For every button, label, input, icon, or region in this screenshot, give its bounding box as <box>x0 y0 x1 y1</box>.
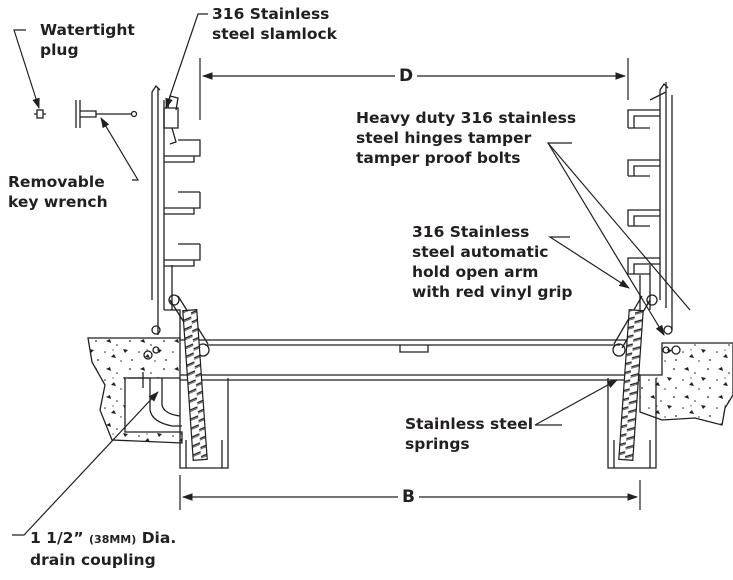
callout-line: steel slamlock <box>212 25 337 43</box>
callout-key-wrench: Removable key wrench <box>8 172 108 212</box>
drain-coupling-pipe <box>149 378 182 427</box>
right-frame <box>659 82 673 330</box>
callout-line: key wrench <box>8 193 108 211</box>
right-cover-channels <box>627 109 660 275</box>
callout-line: plug <box>40 41 79 59</box>
callout-line: drain coupling <box>30 551 156 569</box>
frame-bottom-left <box>179 378 229 469</box>
drain-size: 1 1/2” <box>30 529 84 547</box>
key-wrench <box>75 100 132 128</box>
leader-slamlock <box>165 13 208 110</box>
leader-arm <box>547 236 630 289</box>
callout-line: Removable <box>8 173 105 191</box>
callout-hold-open-arm: 316 Stainless steel automatic hold open … <box>412 222 573 302</box>
callout-line: 316 Stainless <box>412 223 530 241</box>
callout-line: 316 Stainless <box>212 5 330 23</box>
leader-wrench <box>100 117 140 181</box>
leader-plug <box>13 29 40 110</box>
callout-springs: Stainless steel springs <box>405 414 533 454</box>
leader-drain <box>12 391 159 536</box>
leader-springs <box>534 379 618 426</box>
callout-line: Heavy duty 316 stainless <box>356 109 577 127</box>
right-concrete-slab <box>639 342 733 426</box>
callout-line: with red vinyl grip <box>412 283 573 301</box>
callout-line: springs <box>405 435 470 453</box>
callout-slamlock: 316 Stainless steel slamlock <box>212 4 337 44</box>
dimension-d-label: D <box>395 66 418 86</box>
frame-top-rail <box>180 339 640 346</box>
right-spring <box>618 309 644 461</box>
watertight-plug <box>36 109 44 119</box>
callout-line: Stainless steel <box>405 415 534 433</box>
callout-line: tamper proof bolts <box>356 149 521 167</box>
callout-drain-coupling: 1 1/2” (38MM) Dia. drain coupling <box>30 528 176 570</box>
left-spring <box>182 309 208 461</box>
left-concrete-slab <box>87 337 183 444</box>
cover-plate <box>180 374 640 381</box>
callout-line: 1 1/2” (38MM) Dia. <box>30 528 176 550</box>
callout-line: hold open arm <box>412 263 539 281</box>
callout-line: steel hinges tamper <box>356 129 532 147</box>
left-cover-channels <box>164 139 201 267</box>
drain-dia: Dia. <box>141 529 177 547</box>
callout-watertight-plug: Watertight plug <box>40 20 135 60</box>
callout-hinges: Heavy duty 316 stainless steel hinges ta… <box>356 108 576 168</box>
dimension-b-label: B <box>398 487 419 507</box>
left-frame <box>151 88 165 310</box>
frame-bottom-right <box>607 378 657 469</box>
drain-metric: (38MM) <box>89 533 137 546</box>
slamlock-body <box>163 95 179 145</box>
callout-line: Watertight <box>40 21 135 39</box>
callout-line: steel automatic <box>412 243 549 261</box>
